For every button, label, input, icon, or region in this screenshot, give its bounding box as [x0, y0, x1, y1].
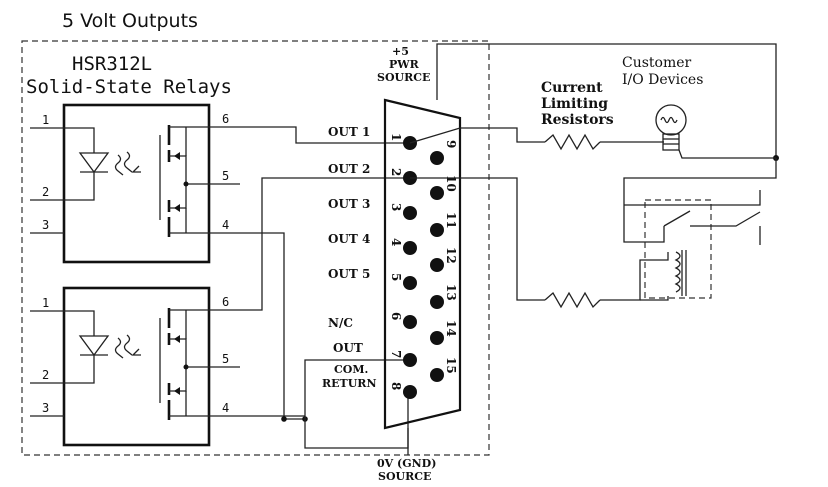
connector-pin-12: [430, 258, 444, 272]
relay-2-pin-4: 4: [222, 401, 229, 415]
resistors-label-3: Resistors: [541, 112, 614, 128]
resistors-label-2: Limiting: [541, 96, 608, 112]
connector-pin-label-2: 2: [389, 168, 403, 176]
page-title: 5 Volt Outputs: [62, 10, 198, 32]
connector-pin-label-9: 9: [444, 140, 458, 148]
relay-2-pin-6: 6: [222, 295, 229, 309]
com-return-label-1: COM.: [334, 363, 368, 376]
relay-2-pin-1: 1: [42, 296, 49, 310]
relay-wiring: [240, 126, 409, 449]
pwr-label-1: +5: [392, 45, 409, 58]
connector-pin-11: [430, 223, 444, 237]
connector-pin-7: [403, 353, 417, 367]
relay-coil-icon: [623, 158, 777, 301]
relay-1-pin-2: 2: [42, 185, 49, 199]
gnd-label-1: 0V (GND): [377, 457, 436, 470]
signal-labels: OUT 1 OUT 2 OUT 3 OUT 4 OUT 5 N/C OUT CO…: [322, 125, 377, 390]
relay-2-pin-3: 3: [42, 401, 49, 415]
connector-pin-label-6: 6: [389, 312, 403, 320]
relay-1-pin-1: 1: [42, 113, 49, 127]
devices-label-1: Customer: [622, 55, 692, 71]
pwr-label-3: SOURCE: [377, 71, 430, 84]
connector-pin-13: [430, 295, 444, 309]
relay-model-label: HSR312L: [72, 53, 152, 75]
connector-pin-10: [430, 186, 444, 200]
signal-out-1: OUT 1: [328, 125, 370, 139]
connector-pin-label-5: 5: [389, 273, 403, 281]
connector-pin-4: [403, 241, 417, 255]
connector-pin-5: [403, 276, 417, 290]
customer-wiring: Current Limiting Resistors Customer I/O …: [409, 43, 779, 309]
connector-pin-15: [430, 368, 444, 382]
signal-out-3: OUT 3: [328, 197, 370, 211]
connector-pin-label-4: 4: [389, 238, 403, 246]
resistors-label-1: Current: [541, 80, 603, 96]
connector-pin-label-12: 12: [444, 247, 458, 264]
connector-pin-9: [430, 151, 444, 165]
gnd-label-2: SOURCE: [378, 470, 431, 483]
relay-1-pin-4: 4: [222, 218, 229, 232]
connector-pin-label-15: 15: [444, 357, 458, 374]
connector-pin-label-1: 1: [389, 133, 403, 141]
com-return-label-2: RETURN: [322, 377, 377, 390]
relay-2: 1 2 3 6 5 4: [28, 286, 242, 447]
connector-pin-label-3: 3: [389, 203, 403, 211]
relay-1: 1 2 3 6 5 4: [28, 103, 242, 264]
resistor-2: [544, 291, 601, 309]
connector-pin-8: [403, 385, 417, 399]
connector-pin-label-11: 11: [444, 212, 458, 229]
connector-pin-14: [430, 331, 444, 345]
relay-2-pin-5: 5: [222, 352, 229, 366]
signal-out-2: OUT 2: [328, 162, 370, 176]
connector-pin-label-10: 10: [444, 175, 458, 192]
relay-2-pin-2: 2: [42, 368, 49, 382]
connector-pin-6: [403, 315, 417, 329]
relay-1-pin-3: 3: [42, 218, 49, 232]
signal-nc: N/C: [328, 316, 353, 330]
signal-out: OUT: [333, 341, 363, 355]
resistor-1: [544, 133, 601, 151]
connector-pin-3: [403, 206, 417, 220]
devices-label-2: I/O Devices: [622, 72, 703, 88]
signal-out-4: OUT 4: [328, 232, 370, 246]
connector-pin-label-8: 8: [389, 382, 403, 390]
relay-type-label: Solid-State Relays: [26, 76, 232, 98]
connector-pin-label-14: 14: [444, 320, 458, 337]
device-enclosure: [21, 40, 490, 456]
pwr-label-2: PWR: [389, 58, 420, 71]
connector-pin-label-13: 13: [444, 284, 458, 301]
relay-1-pin-5: 5: [222, 169, 229, 183]
signal-out-5: OUT 5: [328, 267, 370, 281]
connector-pin-label-7: 7: [389, 350, 403, 358]
relay-1-pin-6: 6: [222, 112, 229, 126]
lamp-icon: [655, 104, 687, 151]
